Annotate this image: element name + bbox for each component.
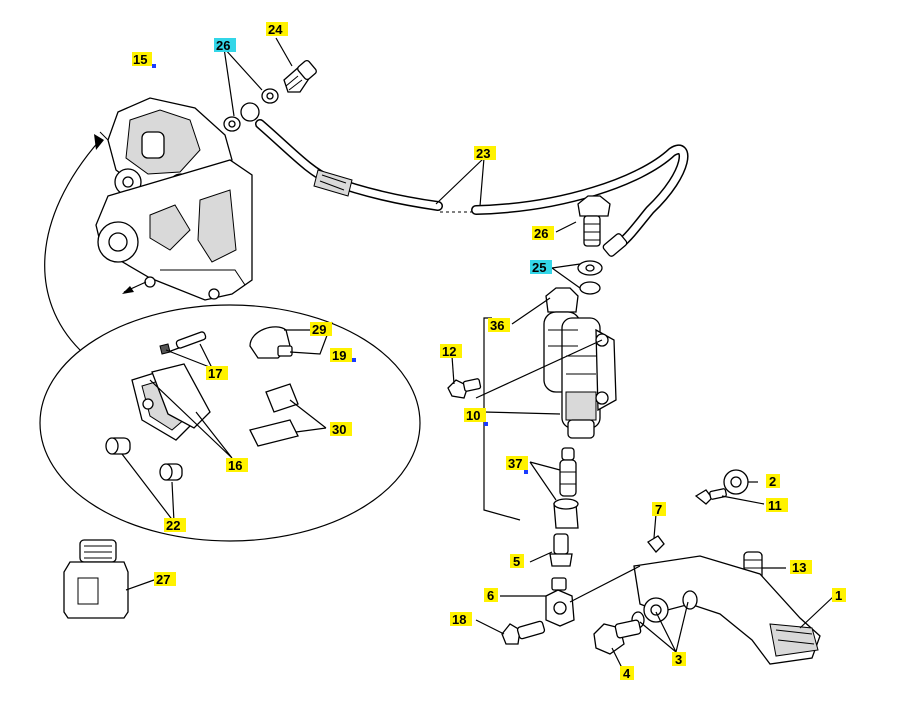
svg-text:37: 37 [508,456,522,471]
push-rod-assembly [501,447,579,645]
svg-text:22: 22 [166,518,180,533]
label-16: 16 [226,458,248,473]
part-labels: 15 26 24 23 26 25 36 12 [132,22,846,681]
label-19: 19 [330,348,356,363]
svg-text:15: 15 [133,52,147,67]
svg-text:3: 3 [675,652,682,667]
svg-text:17: 17 [208,366,222,381]
caliper-assembly [95,97,253,301]
label-22: 22 [164,518,186,533]
svg-text:10: 10 [466,408,480,423]
label-30: 30 [330,422,352,437]
svg-text:16: 16 [228,458,242,473]
label-12: 12 [440,344,462,359]
label-23: 23 [474,146,496,161]
label-25-mid: 25 [530,260,552,275]
label-36: 36 [488,318,510,333]
brake-pedal-assembly [593,469,821,665]
svg-text:26: 26 [216,38,230,53]
svg-text:18: 18 [452,612,466,627]
svg-text:26: 26 [534,226,548,241]
label-6: 6 [484,588,498,603]
svg-text:11: 11 [768,498,782,513]
leader-lines [121,37,835,669]
svg-text:30: 30 [332,422,346,437]
svg-text:12: 12 [442,344,456,359]
label-11: 11 [766,498,788,513]
label-10: 10 [464,408,488,426]
svg-text:6: 6 [487,588,494,603]
label-27: 27 [154,572,176,587]
label-26: 26 [532,226,554,241]
svg-text:23: 23 [476,146,490,161]
label-37: 37 [506,456,528,474]
caliper-banjo-hardware [223,59,317,132]
label-25-top: 26 [214,38,236,53]
svg-text:7: 7 [655,502,662,517]
label-13: 13 [790,560,812,575]
label-7: 7 [652,502,666,517]
brake-fluid-bottle [63,539,129,619]
brake-hose [255,119,689,257]
svg-text:4: 4 [623,666,631,681]
svg-text:24: 24 [268,22,283,37]
label-5: 5 [510,554,524,569]
svg-text:2: 2 [769,474,776,489]
label-29: 29 [310,322,332,337]
label-24: 24 [266,22,288,37]
svg-text:29: 29 [312,322,326,337]
svg-text:36: 36 [490,318,504,333]
svg-text:1: 1 [835,588,842,603]
label-15: 15 [132,52,156,68]
label-2: 2 [766,474,780,489]
label-18: 18 [450,612,472,627]
svg-text:27: 27 [156,572,170,587]
label-17: 17 [206,366,228,381]
label-3: 3 [672,652,686,667]
svg-text:25: 25 [532,260,546,275]
svg-text:19: 19 [332,348,346,363]
label-1: 1 [832,588,846,603]
svg-text:5: 5 [513,554,520,569]
svg-text:13: 13 [792,560,806,575]
master-cylinder-banjo-hardware [577,195,611,295]
label-4: 4 [620,666,634,681]
master-cylinder [447,287,617,439]
